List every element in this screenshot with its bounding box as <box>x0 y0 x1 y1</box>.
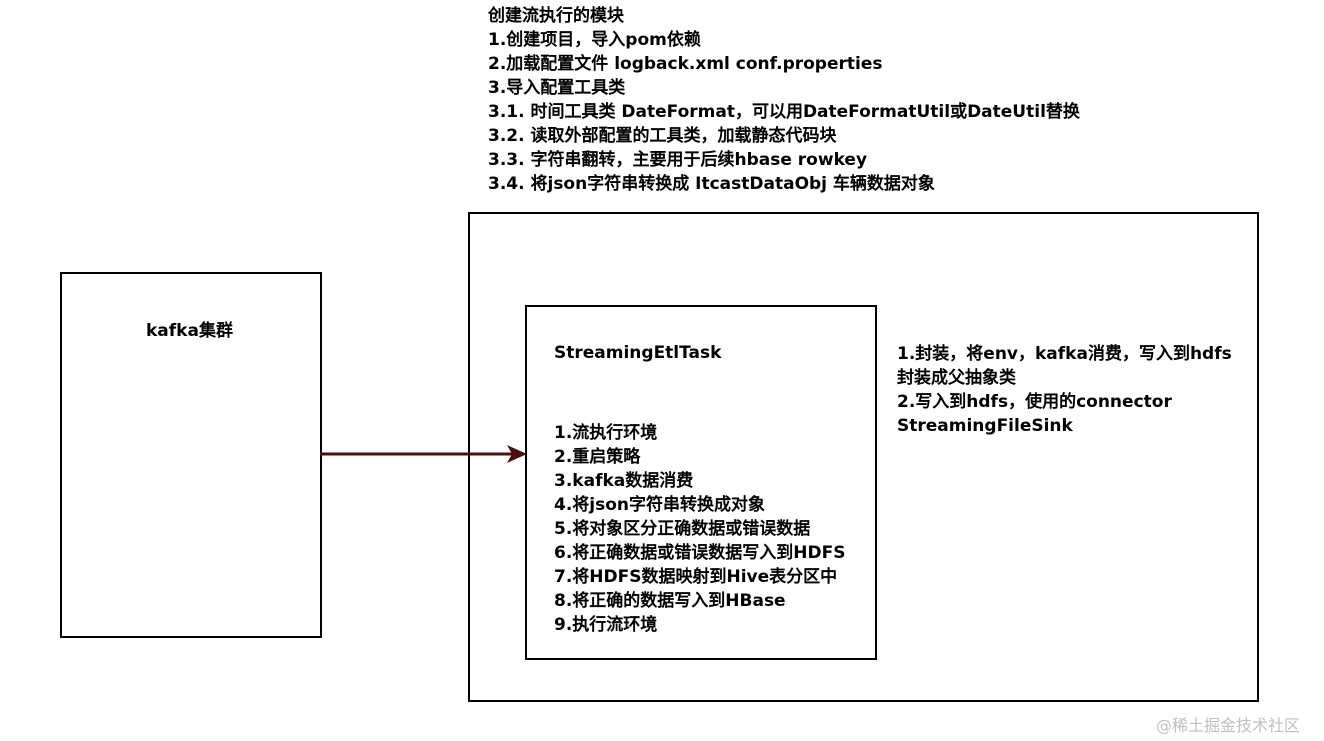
top-note-line: 3.3. 字符串翻转，主要用于后续hbase rowkey <box>488 150 868 170</box>
task-step: 5.将对象区分正确数据或错误数据 <box>554 519 811 539</box>
task-step: 3.kafka数据消费 <box>554 471 694 491</box>
top-note-line: 3.2. 读取外部配置的工具类，加载静态代码块 <box>488 126 837 146</box>
top-note-line: 创建流执行的模块 <box>488 6 624 26</box>
top-note-line: 1.创建项目，导入pom依赖 <box>488 30 701 50</box>
streaming-etl-task-box: StreamingEtlTask 1.流执行环境 2.重启策略 3.kafka数… <box>525 305 877 660</box>
task-step: 8.将正确的数据写入到HBase <box>554 591 786 611</box>
top-notes: 创建流执行的模块 1.创建项目，导入pom依赖 2.加载配置文件 logback… <box>488 4 1080 196</box>
watermark: @稀土掘金技术社区 <box>1156 716 1301 735</box>
task-step: 7.将HDFS数据映射到Hive表分区中 <box>554 567 838 587</box>
side-note-line: 2.写入到hdfs，使用的connector <box>897 392 1172 412</box>
side-notes: 1.封装，将env，kafka消费，写入到hdfs 封装成父抽象类 2.写入到h… <box>897 342 1232 438</box>
side-note-line: 1.封装，将env，kafka消费，写入到hdfs <box>897 344 1232 364</box>
task-step: 2.重启策略 <box>554 447 641 467</box>
kafka-cluster-label: kafka集群 <box>146 321 233 341</box>
top-note-line: 3.导入配置工具类 <box>488 78 626 98</box>
task-step: 4.将json字符串转换成对象 <box>554 495 766 515</box>
task-step: 9.执行流环境 <box>554 615 658 635</box>
top-note-line: 3.4. 将json字符串转换成 ItcastDataObj 车辆数据对象 <box>488 174 935 194</box>
kafka-cluster-box: kafka集群 <box>60 272 322 638</box>
task-step: 1.流执行环境 <box>554 423 658 443</box>
task-title: StreamingEtlTask <box>554 343 722 363</box>
side-note-line: StreamingFileSink <box>897 416 1073 436</box>
task-step: 6.将正确数据或错误数据写入到HDFS <box>554 543 846 563</box>
top-note-line: 2.加载配置文件 logback.xml conf.properties <box>488 54 883 74</box>
top-note-line: 3.1. 时间工具类 DateFormat，可以用DateFormatUtil或… <box>488 102 1080 122</box>
side-note-line: 封装成父抽象类 <box>897 368 1016 388</box>
task-steps-list: 1.流执行环境 2.重启策略 3.kafka数据消费 4.将json字符串转换成… <box>554 421 845 637</box>
